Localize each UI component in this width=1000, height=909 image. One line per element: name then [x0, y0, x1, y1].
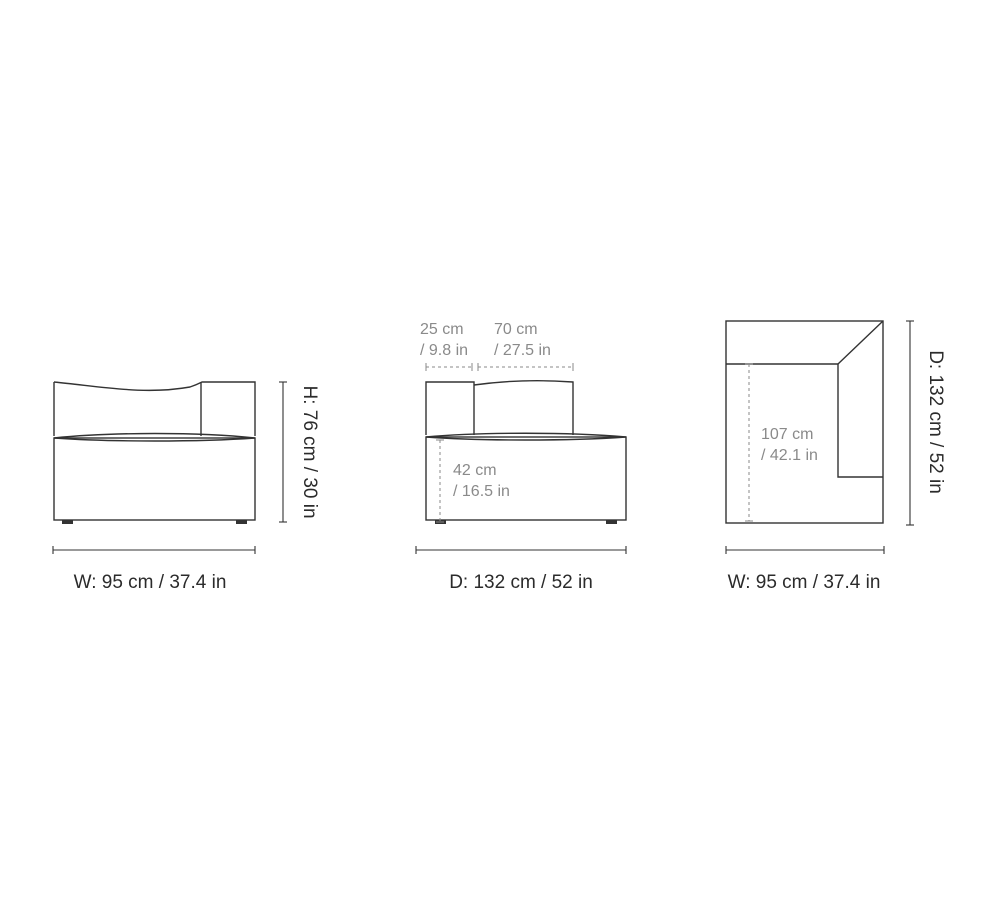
top-view-inner-depth-label-line1: 107 cm: [761, 426, 813, 443]
top-view-width-label: W: 95 cm / 37.4 in: [728, 572, 881, 593]
side-view-right-foot: [606, 520, 617, 524]
front-view: W: 95 cm / 37.4 in H: 76 cm / 30 in: [52, 381, 320, 593]
side-view-seat-height-label-line1: 42 cm: [453, 462, 497, 479]
top-view-inner-depth-dimension: [745, 363, 753, 522]
side-view-seat-depth-dimension: [477, 363, 574, 371]
front-view-height-dimension: [279, 381, 287, 523]
side-view-arm-depth-label-line1: 25 cm: [420, 321, 464, 338]
front-view-left-foot: [62, 520, 73, 524]
top-view-depth-dimension: [906, 320, 914, 526]
side-view-depth-dimension: [415, 546, 627, 554]
side-view-seat-height-label-line2: / 16.5 in: [453, 483, 510, 500]
front-view-width-dimension: [52, 546, 256, 554]
top-view: 107 cm / 42.1 in W: 95 cm / 37.4 in D: 1…: [725, 320, 946, 593]
top-view-sofa-outline: [725, 320, 884, 524]
side-view-arm-depth-label-line2: / 9.8 in: [420, 342, 468, 359]
side-view-arm-depth-dimension: [425, 363, 473, 371]
side-view: 25 cm / 9.8 in 70 cm / 27.5 in 42 cm / 1…: [415, 321, 627, 593]
side-view-seat-depth-label-line1: 70 cm: [494, 321, 538, 338]
side-view-seat-height-dimension: [436, 439, 444, 523]
top-view-width-dimension: [725, 546, 885, 554]
front-view-height-label: H: 76 cm / 30 in: [299, 385, 320, 518]
front-view-right-foot: [236, 520, 247, 524]
side-view-seat-depth-label-line2: / 27.5 in: [494, 342, 551, 359]
front-view-width-label: W: 95 cm / 37.4 in: [74, 572, 227, 593]
top-view-depth-label: D: 132 cm / 52 in: [925, 350, 946, 494]
front-view-sofa-outline: [53, 381, 256, 521]
top-view-inner-depth-label-line2: / 42.1 in: [761, 447, 818, 464]
side-view-depth-label: D: 132 cm / 52 in: [449, 572, 593, 593]
side-view-sofa-outline: [425, 380, 627, 521]
